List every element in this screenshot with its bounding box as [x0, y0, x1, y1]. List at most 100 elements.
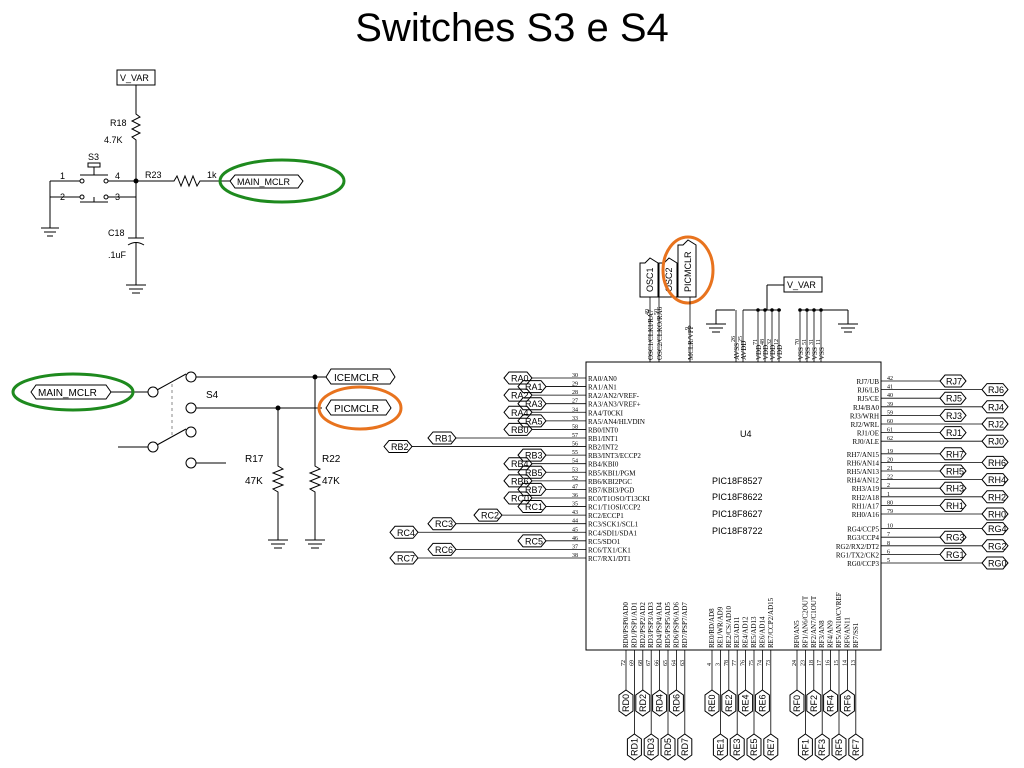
pin-number: 74 [757, 660, 763, 666]
pin-name: VSS [797, 347, 805, 360]
pin-number: 71 [753, 339, 759, 345]
net-flag [712, 733, 728, 761]
pin-name: RC3/SCK1/SCL1 [588, 521, 639, 529]
net-flag [763, 733, 779, 761]
mcu-part-2: PIC18F8622 [712, 492, 763, 502]
pin-name: RJ0/ALE [853, 438, 879, 446]
pin-name: RJ2/WRL [851, 421, 879, 429]
pin-name: RE0/RD/AD8 [708, 608, 716, 648]
net-flag [814, 733, 830, 761]
pin-name: RE7/CCP2/AD15 [767, 597, 775, 648]
pin-net-label: RC7 [397, 553, 415, 563]
pin-number: 69 [629, 660, 635, 666]
pin-net-label: RF4 [826, 695, 836, 712]
pin-number: 61 [887, 428, 893, 434]
pin-name: RD5/PSP5/AD5 [664, 602, 672, 648]
net-flag [517, 534, 547, 548]
net-flag [427, 542, 457, 556]
pin-name: RH2/A18 [852, 494, 880, 502]
net-flag [981, 556, 1009, 570]
pin-number: 68 [638, 660, 644, 666]
pin-number: 46 [572, 536, 578, 542]
pin-name: RH4/AN12 [847, 477, 880, 485]
pin-net-label: RB0 [511, 425, 529, 435]
pin-number: 70 [795, 339, 801, 345]
main-mclr-flag [229, 174, 304, 189]
net-flag [806, 689, 822, 717]
pin-number: 12 [774, 339, 780, 345]
pin-net-label: RG2 [988, 541, 1007, 551]
pin-number: 17 [817, 660, 823, 666]
pin-name: RB2/INT2 [588, 444, 618, 452]
net-flag [729, 733, 745, 761]
r18-resistor [130, 110, 142, 180]
pin-net-label: RH5 [946, 467, 964, 477]
mcu-vvar-label: V_VAR [787, 280, 816, 290]
pin-name: RA1/AN1 [588, 384, 617, 392]
net-flag [939, 464, 967, 478]
pin-number: 72 [621, 660, 627, 666]
pin-number: 35 [572, 502, 578, 508]
picmclr-label: PICMCLR [334, 404, 379, 415]
pin-name: RH7/AN15 [847, 451, 880, 459]
net-flag [383, 440, 413, 454]
pin-number: 80 [887, 500, 893, 506]
pin-number: 45 [572, 527, 578, 533]
pin-name: VSS [818, 347, 826, 360]
net-flag [939, 447, 967, 461]
pin-name: RD4/PSP4/AD4 [656, 602, 664, 648]
pin-name: RJ5/CE [857, 395, 879, 403]
net-flag [939, 426, 967, 440]
pin-name: RF3/AN8 [818, 620, 826, 648]
net-flag [389, 525, 419, 539]
pin-number: 24 [792, 660, 798, 666]
pin-name: RC6/TX1/CK1 [588, 546, 631, 554]
pin-number: 19 [887, 449, 893, 455]
r23-resistor [170, 174, 230, 188]
pin-net-label: RE7 [766, 738, 776, 756]
net-flag [503, 491, 533, 505]
pin-net-label: RD6 [671, 694, 681, 712]
pin-number: 38 [572, 553, 578, 559]
pin-name: RG3/CCP4 [847, 534, 879, 542]
net-flag [660, 733, 676, 761]
pin-name: RB5/KBI1/PGM [588, 469, 636, 477]
pin-name: RF1/AN6/C2OUT [801, 595, 809, 648]
pin-name: RD7/PSP7/AD7 [681, 602, 689, 648]
pin-number: 37 [572, 544, 578, 550]
pin-number: 5 [887, 558, 890, 564]
green-highlight-circle [11, 372, 135, 412]
pin-number: 18 [809, 660, 815, 666]
pin-net-label: RH1 [946, 501, 964, 511]
pin-name: RB1/INT1 [588, 435, 618, 443]
net-flag [939, 530, 967, 544]
pin-number: 77 [732, 660, 738, 666]
pin-number: 41 [887, 385, 893, 391]
junction-dot [812, 308, 816, 312]
pin-number: 36 [572, 493, 578, 499]
r17-name: R17 [245, 454, 264, 465]
pin-name: RF4/AN9 [827, 620, 835, 648]
pin-name: RB6/KBI2PGC [588, 478, 632, 486]
pin-name: RF0/AN5 [793, 620, 801, 648]
mcu-top-nets [639, 239, 697, 298]
pin-net-label: RJ7 [946, 377, 962, 387]
pin-net-label: RF3 [817, 739, 827, 756]
net-flag [643, 733, 659, 761]
pin-number: 65 [663, 660, 669, 666]
s3-pin-1: 1 [60, 171, 65, 181]
pin-name: VSS [811, 347, 819, 360]
net-flag [738, 689, 754, 717]
pin-net-label: RJ3 [946, 411, 962, 421]
pin-name: RH6/AN14 [847, 459, 880, 467]
pin-net-label: RB5 [525, 468, 543, 478]
pin-name: RA2/AN2/VREF- [588, 392, 640, 400]
junction-dot [756, 308, 760, 312]
orange-highlight-circle [317, 385, 403, 431]
junction-dot [770, 308, 774, 312]
pin-number: 76 [741, 660, 747, 666]
mcu-power-rail [706, 276, 858, 333]
pin-number: 4 [707, 663, 713, 666]
pin-net-label: RA0 [511, 374, 529, 384]
pin-net-label: RC6 [435, 545, 453, 555]
